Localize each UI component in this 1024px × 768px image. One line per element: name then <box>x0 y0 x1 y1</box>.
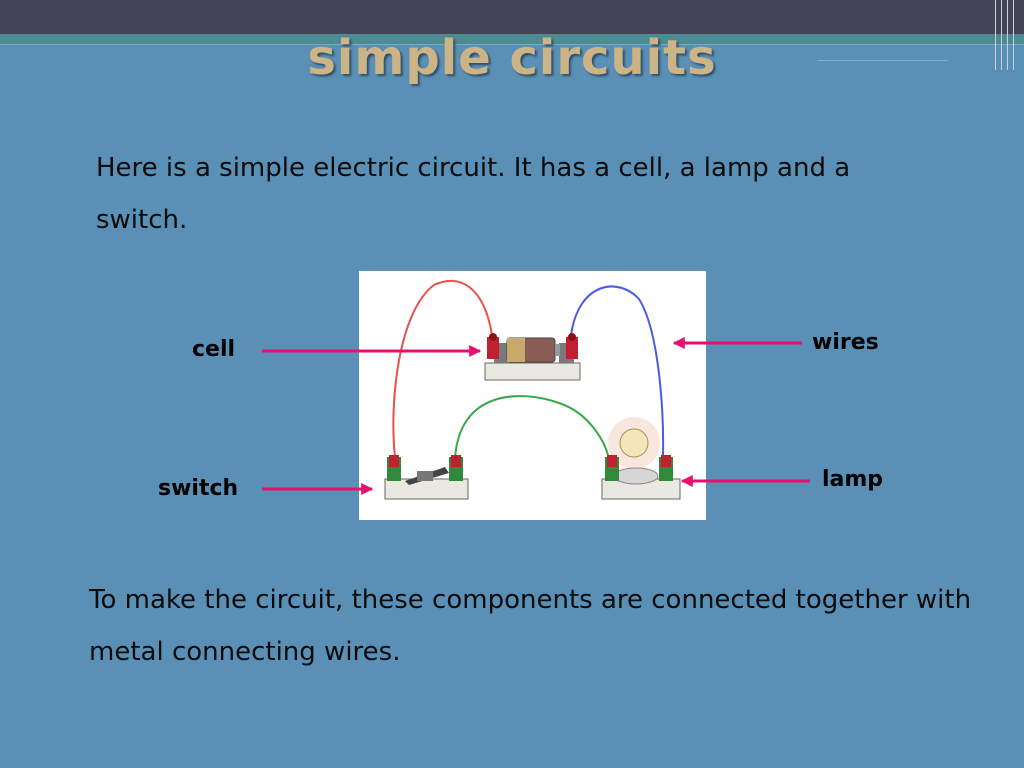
green-wire <box>454 395 610 460</box>
blue-wire <box>570 285 665 458</box>
cell-component <box>484 333 581 381</box>
corner-stripe <box>1007 0 1008 70</box>
wires-label: wires <box>812 330 879 355</box>
corner-stripe <box>995 0 996 70</box>
lamp-component <box>601 417 681 500</box>
top-bar <box>0 0 1024 34</box>
red-wire <box>392 279 493 458</box>
outro-text: To make the circuit, these components ar… <box>89 585 972 667</box>
title-decoration-line <box>818 60 948 61</box>
cell-label: cell <box>192 337 236 362</box>
corner-stripe <box>1001 0 1002 70</box>
top-bar-accent <box>0 34 1024 44</box>
switch-component <box>384 455 469 500</box>
lamp-label: lamp <box>822 467 884 492</box>
intro-text: Here is a simple electric circuit. It ha… <box>96 153 851 235</box>
top-bar-rule <box>0 44 1024 45</box>
circuit-diagram <box>359 271 706 520</box>
slide-title: simple circuits <box>307 30 717 86</box>
switch-label: switch <box>158 476 239 501</box>
corner-stripe <box>1013 0 1014 70</box>
